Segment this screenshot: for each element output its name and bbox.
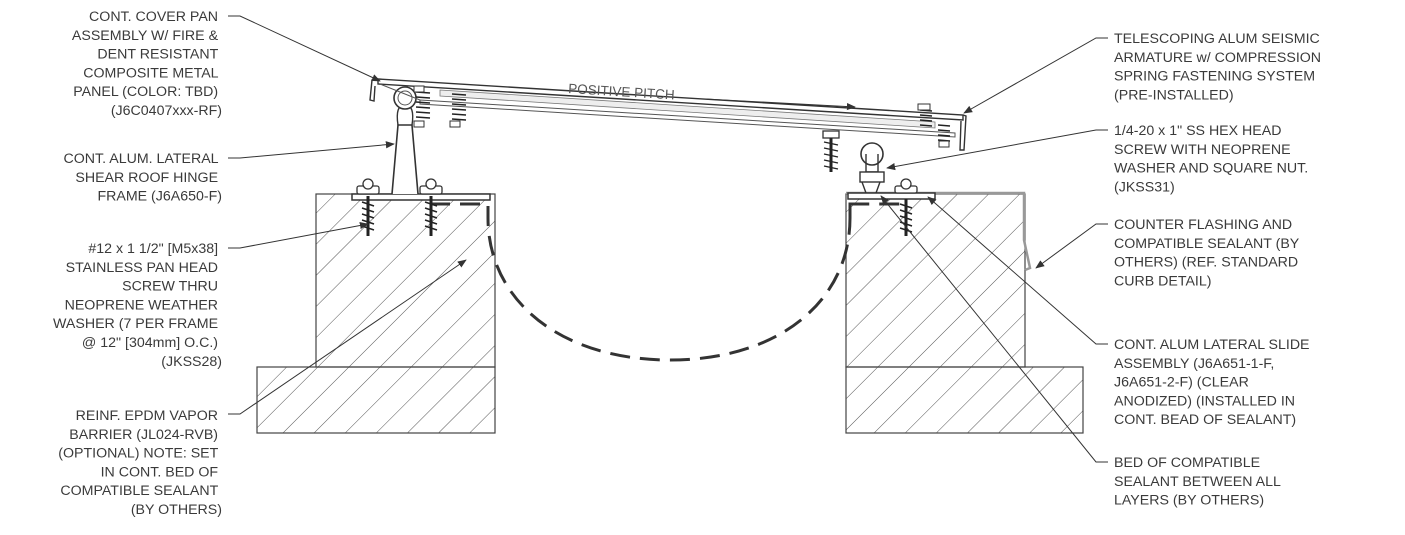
counter-flashing-label: COUNTER FLASHING AND COMPATIBLE SEALANT … — [1114, 217, 1303, 289]
left-curb — [315, 193, 496, 368]
counter-flashing — [846, 191, 1032, 272]
vapor-barrier-label: REINF. EPDM VAPOR BARRIER (JL024-RVB) (O… — [58, 408, 222, 518]
pan-head-screw-2 — [424, 196, 438, 236]
sealant-bed-label: BED OF COMPATIBLE SEALANT BETWEEN ALL LA… — [1114, 455, 1284, 509]
left-base-slab — [256, 366, 496, 434]
pan-head-screw-label: #12 x 1 1/2" [M5x38] STAINLESS PAN HEAD … — [53, 241, 222, 370]
positive-pitch-label: POSITIVE PITCH — [568, 81, 675, 102]
pan-head-screw-1 — [361, 196, 375, 236]
hex-screw-label: 1/4-20 x 1" SS HEX HEAD SCREW WITH NEOPR… — [1114, 123, 1312, 195]
cover-pan-label: CONT. COVER PAN ASSEMBLY W/ FIRE & DENT … — [72, 9, 222, 119]
positive-pitch-annotation: POSITIVE PITCH — [568, 81, 856, 111]
leader-lines — [228, 15, 1108, 463]
right-curb — [845, 193, 1026, 368]
seismic-armature-label: TELESCOPING ALUM SEISMIC ARMATURE w/ COM… — [1114, 31, 1325, 103]
right-base-slab — [845, 366, 1084, 434]
epdm-vapor-barrier — [430, 202, 900, 362]
hinge-frame-label: CONT. ALUM. LATERAL SHEAR ROOF HINGE FRA… — [64, 151, 222, 205]
lateral-slide-assembly — [822, 130, 936, 236]
slide-assembly-label: CONT. ALUM LATERAL SLIDE ASSEMBLY (J6A65… — [1114, 337, 1313, 428]
cover-pan-assembly — [369, 78, 967, 151]
